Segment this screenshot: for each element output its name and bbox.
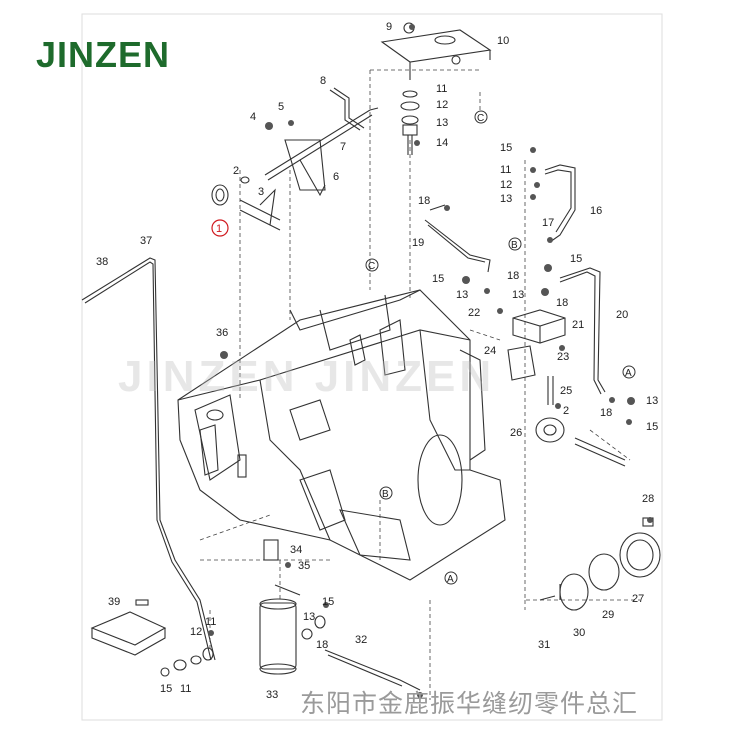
ref-marker-c-top: C: [477, 113, 484, 124]
part-label-32: 32: [355, 634, 367, 646]
parts-27-31: [539, 517, 661, 611]
part-label-18c: 18: [556, 297, 568, 309]
part-label-13c: 13: [456, 289, 468, 301]
part-label-26: 26: [510, 427, 522, 439]
part-label-1: 1: [216, 223, 222, 235]
part-label-13d: 13: [512, 289, 524, 301]
part-label-18d: 18: [600, 407, 612, 419]
part-label-18e: 18: [316, 639, 328, 651]
part-label-2: 2: [233, 165, 239, 177]
part-20-pipe: [559, 267, 606, 395]
sheet-border: [81, 13, 663, 721]
ref-marker-b-right: B: [511, 240, 518, 251]
part-label-39: 39: [108, 596, 120, 608]
part-labels: 2 3 4 5 6 7 8 9 10 11 12 13 14 15 11 12 …: [96, 21, 658, 701]
dashed-guide-lines: [199, 69, 640, 700]
part-label-2b: 2: [563, 405, 569, 417]
part-label-12c: 12: [190, 626, 202, 638]
part-label-11c: 11: [205, 616, 216, 628]
small-hardware: [208, 24, 653, 698]
part-label-35: 35: [298, 560, 310, 572]
parts-33-35: [259, 539, 301, 675]
part-label-15a: 15: [500, 142, 512, 154]
ref-marker-a-bottom: A: [447, 574, 454, 585]
part-label-13e: 13: [646, 395, 658, 407]
part-label-14: 14: [436, 137, 448, 149]
part-label-9: 9: [386, 21, 392, 33]
fittings-lower-left: [160, 615, 326, 677]
ref-marker-c-mid: C: [368, 261, 375, 272]
part-label-11d: 11: [180, 683, 191, 695]
part-label-15c: 15: [570, 253, 582, 265]
part-label-19: 19: [412, 237, 424, 249]
stack-11-14: [400, 90, 420, 155]
part-label-17: 17: [542, 217, 554, 229]
part-label-23: 23: [557, 351, 569, 363]
part-1-3-shaft: [211, 176, 281, 231]
part-label-25: 25: [560, 385, 572, 397]
part-label-13b: 13: [500, 193, 512, 205]
ref-marker-b-body: B: [382, 489, 389, 500]
parts-21-26: [507, 309, 626, 467]
part-label-6: 6: [333, 171, 339, 183]
ref-markers: C C B B A A: [365, 110, 636, 585]
part-7-rod: [264, 107, 379, 197]
part-label-20: 20: [616, 309, 628, 321]
part-label-29: 29: [602, 609, 614, 621]
part-label-16: 16: [590, 205, 602, 217]
part-label-4: 4: [250, 111, 256, 123]
part-label-15d: 15: [646, 421, 658, 433]
part-label-31: 31: [538, 639, 550, 651]
part-label-36: 36: [216, 327, 228, 339]
part-label-33: 33: [266, 689, 278, 701]
part-label-27: 27: [632, 593, 644, 605]
part-label-5: 5: [278, 101, 284, 113]
part-label-12a: 12: [436, 99, 448, 111]
part-label-37: 37: [140, 235, 152, 247]
part-label-18b: 18: [507, 270, 519, 282]
part-label-18a: 18: [418, 195, 430, 207]
part-label-11a: 11: [436, 83, 447, 95]
part-19-pipe: [424, 204, 491, 273]
part-label-24: 24: [484, 345, 496, 357]
part-label-3: 3: [258, 186, 264, 198]
part-label-7: 7: [340, 141, 346, 153]
oil-pipe-37-38: [81, 257, 216, 661]
part-label-15e: 15: [160, 683, 172, 695]
part-label-34: 34: [290, 544, 302, 556]
part-label-22: 22: [468, 307, 480, 319]
part-label-38: 38: [96, 256, 108, 268]
part-label-15b: 15: [432, 273, 444, 285]
part-label-11b: 11: [500, 164, 511, 176]
part-label-8: 8: [320, 75, 326, 87]
part-label-30: 30: [573, 627, 585, 639]
part-16-pipe: [544, 164, 576, 243]
part-label-13a: 13: [436, 117, 448, 129]
parts-32-39: [90, 599, 421, 691]
highlight-circle-part-1: [211, 219, 229, 237]
part-10-cover-plate: [380, 22, 492, 80]
part-label-28: 28: [642, 493, 654, 505]
part-label-21: 21: [572, 319, 584, 331]
part-label-13f: 13: [303, 611, 315, 623]
part-8-rod: [329, 87, 365, 131]
watermark: JINZEN JINZEN: [118, 352, 496, 401]
part-label-15f: 15: [322, 596, 334, 608]
footer-shop-name: 东阳市金鹿振华缝纫零件总汇: [300, 689, 639, 718]
jinzen-logo: JINZEN: [36, 34, 171, 75]
part-label-12b: 12: [500, 179, 512, 191]
ref-marker-a-right: A: [625, 368, 632, 379]
part-label-10: 10: [497, 35, 509, 47]
